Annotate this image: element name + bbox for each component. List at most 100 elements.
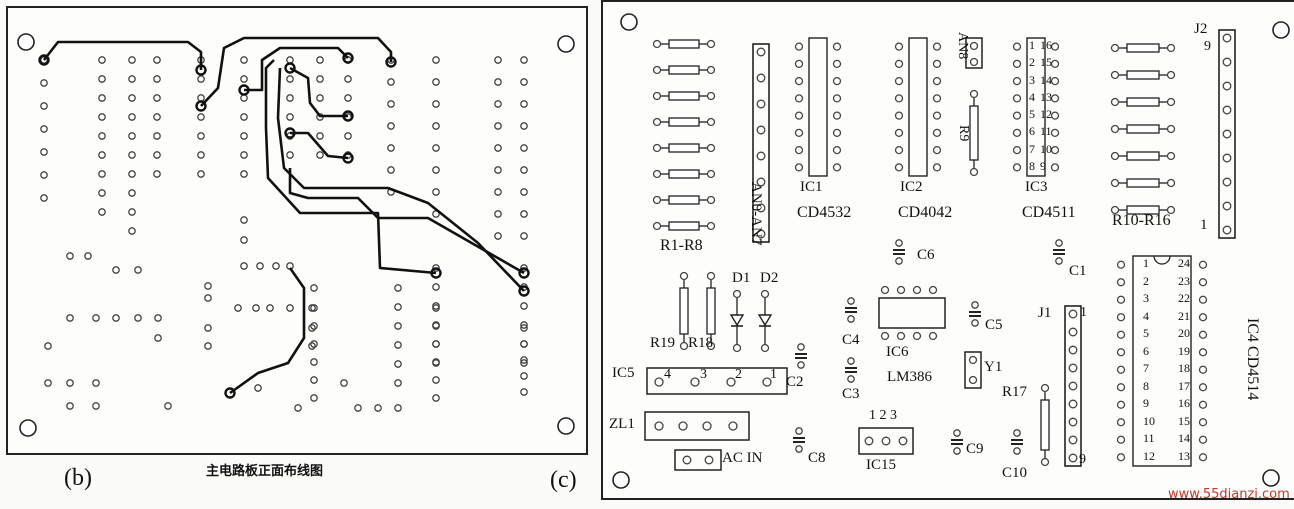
resistor	[1126, 151, 1160, 161]
pad	[1222, 81, 1232, 91]
ic3-pin-label: 10	[1040, 141, 1052, 156]
pad	[316, 56, 324, 64]
pad	[928, 285, 938, 295]
pad	[1198, 365, 1208, 374]
pad	[654, 377, 664, 387]
pad	[66, 252, 74, 260]
pad	[394, 322, 402, 330]
pad	[760, 289, 770, 299]
ic4-pin-label: 2	[1143, 273, 1149, 288]
pad	[880, 285, 890, 295]
pad	[197, 75, 205, 83]
pad	[520, 324, 528, 332]
label-y1: Y1	[984, 359, 1003, 375]
pad	[932, 59, 942, 69]
label-zl1: ZL1	[609, 416, 635, 432]
pad	[432, 78, 440, 86]
ic4-notch	[1153, 255, 1171, 265]
label-ac-in: AC IN	[722, 450, 763, 466]
pad	[310, 304, 318, 312]
pad	[240, 113, 248, 121]
pad	[520, 232, 528, 240]
label-ic15-pins: 1 2 3	[869, 408, 897, 423]
pad	[932, 42, 942, 51]
pad	[344, 132, 352, 140]
ic5-pin-3: 3	[700, 367, 707, 382]
pad	[310, 284, 318, 292]
label-ic15: IC15	[866, 457, 896, 473]
pad	[1222, 57, 1232, 67]
ic3-pin-label: 9	[1040, 158, 1046, 173]
pad	[1198, 383, 1208, 392]
ic2-cd4042	[908, 37, 928, 177]
mounting-hole-bl	[612, 471, 630, 489]
pad	[794, 94, 804, 103]
pad	[153, 132, 161, 140]
pad	[652, 39, 662, 49]
ic4-pin-label: 13	[1178, 448, 1190, 463]
pad	[794, 163, 804, 172]
pad	[128, 227, 136, 235]
pad	[1110, 151, 1120, 161]
pad	[1110, 70, 1120, 80]
pad	[894, 163, 904, 172]
ic3-pin-label: 11	[1040, 124, 1052, 139]
ic4-pin-label: 8	[1143, 378, 1149, 393]
pad	[40, 148, 48, 156]
pad	[706, 195, 716, 205]
ic3-pin-label: 13	[1040, 89, 1052, 104]
pad	[310, 358, 318, 366]
pad	[1198, 348, 1208, 357]
label-cd4042: CD4042	[898, 204, 953, 221]
pad	[394, 360, 402, 368]
pad	[134, 266, 142, 274]
pad	[1055, 257, 1063, 265]
pad	[969, 57, 979, 67]
pad	[520, 372, 528, 380]
ic4-pin-label: 9	[1143, 396, 1149, 410]
ic4-pin-label: 16	[1178, 396, 1190, 410]
pad	[240, 236, 248, 244]
pad	[756, 73, 766, 83]
pad	[1116, 313, 1126, 322]
pad	[374, 404, 382, 412]
pad	[432, 322, 440, 330]
pad	[832, 59, 842, 69]
ic4-pin-label: 10	[1143, 413, 1155, 428]
label-ic3: IC3	[1025, 179, 1048, 195]
pad	[832, 94, 842, 103]
pad	[432, 166, 440, 174]
pad	[706, 91, 716, 101]
pad-trace-end	[518, 285, 530, 297]
pad	[756, 47, 766, 57]
pad	[432, 340, 440, 348]
pad	[706, 271, 716, 281]
pad	[316, 75, 324, 83]
label-j1: J1	[1038, 305, 1052, 321]
pad	[84, 252, 92, 260]
ic4-pin-label: 23	[1178, 273, 1190, 288]
pad	[310, 394, 318, 402]
ic4-pin-label: 3	[1143, 291, 1149, 305]
pad	[832, 42, 842, 51]
ic3-pin-label: 8	[1029, 158, 1035, 173]
ic4-pin-label: 12	[1143, 448, 1155, 463]
pad	[706, 169, 716, 179]
pad	[394, 303, 402, 311]
pad	[1222, 105, 1232, 115]
pad	[1222, 33, 1232, 43]
pad	[1012, 76, 1022, 86]
pad	[706, 221, 716, 231]
pad	[1068, 381, 1078, 391]
pad	[98, 113, 106, 121]
pad	[1166, 124, 1176, 134]
board-b-front-wiring	[6, 6, 588, 455]
ic3-pin-label: 14	[1040, 72, 1052, 87]
pad	[66, 314, 74, 322]
resistor-r19	[679, 287, 689, 335]
resistor	[1126, 97, 1160, 107]
pad	[706, 65, 716, 75]
pad	[832, 145, 842, 155]
pad	[971, 301, 979, 309]
pad	[256, 262, 264, 270]
